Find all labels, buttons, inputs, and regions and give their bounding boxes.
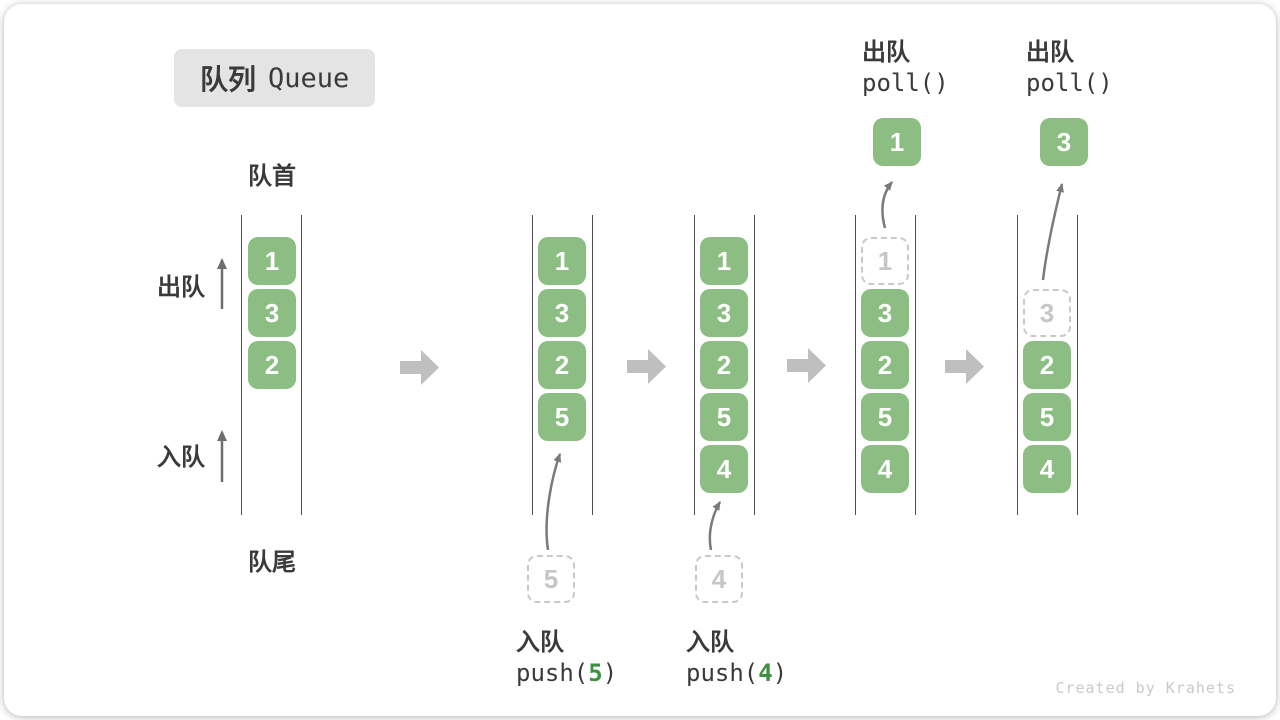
queue-item: 5 [700,393,748,441]
op-code-poll: poll() [1026,69,1113,97]
queue-item: 3 [861,289,909,337]
removed-slot: 3 [1023,289,1071,337]
op-label-dequeue: 出队 [862,39,910,66]
queue-channel-2 [532,215,593,515]
title-en: Queue [268,62,350,94]
queue-item: 4 [1023,445,1071,493]
push-arg: 5 [588,659,603,687]
watermark: Created by Krahets [1055,679,1236,697]
queue-item: 3 [700,289,748,337]
block-arrow-3 [787,348,826,383]
queue-item: 2 [538,341,586,389]
arrows-overlay [217,181,1064,551]
title-badge: 队列 Queue [174,49,376,107]
op-code-poll: poll() [862,69,949,97]
queue-item: 1 [700,237,748,285]
label-dequeue: 出队 [157,274,205,301]
queue-item: 2 [700,341,748,389]
polled-item: 3 [1040,118,1088,166]
queue-item: 1 [248,237,296,285]
staged-item: 4 [695,555,743,603]
block-arrow-1 [400,350,439,385]
op-code-push-5: push(5) [516,659,618,687]
queue-channel-4 [855,215,916,515]
queue-item: 4 [861,445,909,493]
queue-item: 5 [538,393,586,441]
staged-item: 5 [527,555,575,603]
queue-item: 5 [1023,393,1071,441]
queue-channel-1 [241,215,302,515]
queue-item: 4 [700,445,748,493]
queue-channel-3 [694,215,755,515]
queue-item: 5 [861,393,909,441]
queue-item: 2 [248,341,296,389]
label-enqueue: 入队 [157,444,205,471]
label-queue-rear: 队尾 [248,549,296,576]
queue-item: 2 [1023,341,1071,389]
block-arrow-2 [627,349,666,384]
push-arg: 4 [758,659,773,687]
queue-item: 3 [248,289,296,337]
op-label-enqueue: 入队 [516,629,564,656]
removed-slot: 1 [861,237,909,285]
polled-item: 1 [873,118,921,166]
op-label-dequeue: 出队 [1026,39,1074,66]
diagram-card: 队列 Queue 队首 队尾 出队 入队 1 3 2 1 3 2 5 5 入队 … [4,4,1276,716]
title-zh: 队列 [200,64,257,95]
queue-channel-5 [1017,215,1078,515]
queue-item: 2 [861,341,909,389]
op-label-enqueue: 入队 [686,629,734,656]
block-arrow-4 [945,349,984,384]
queue-item: 1 [538,237,586,285]
queue-item: 3 [538,289,586,337]
label-queue-front: 队首 [248,163,296,190]
op-code-push-4: push(4) [686,659,788,687]
